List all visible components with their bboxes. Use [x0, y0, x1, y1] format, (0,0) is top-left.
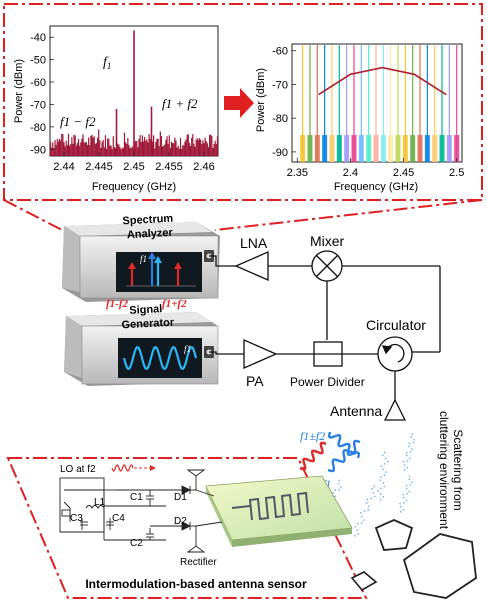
- chart-right-ylabel: Power (dBm): [255, 68, 267, 132]
- chart-left-ylabel: Power (dBm): [13, 59, 25, 123]
- y-tick-label: -70: [30, 99, 46, 111]
- chart-right-channels: [300, 45, 460, 162]
- scattered-wave-icon: [398, 475, 414, 513]
- label-f1-pm-f2: f1±f2: [300, 429, 325, 443]
- top-frame: [3, 3, 483, 231]
- chart-left-noise: [49, 30, 219, 156]
- x-tick-label: 2.455: [155, 161, 183, 173]
- clutter-rock-1: [374, 519, 414, 551]
- screen-f1-label: f1: [140, 254, 147, 264]
- circulator-icon: [377, 336, 413, 372]
- annotation-f1: f1: [103, 55, 111, 71]
- caption: Intermodulation-based antenna sensor: [85, 577, 307, 591]
- x-tick-label: 2.46: [193, 161, 214, 173]
- y-tick-label: -80: [30, 122, 46, 134]
- signal-generator-title-2: Generator: [121, 317, 175, 332]
- y-tick-label: -60: [30, 77, 46, 89]
- scattered-wave-icon: [353, 485, 377, 537]
- y-tick-label: -80: [272, 113, 288, 125]
- x-tick-label: 2.44: [53, 161, 74, 173]
- generator-f1-label: f1: [184, 344, 191, 354]
- scattered-wave-icon: [377, 451, 389, 501]
- signal-generator-title-1: Signal: [129, 303, 163, 317]
- lo-wave-icon: [111, 464, 134, 472]
- sensor-board: [195, 475, 353, 547]
- lna-icon: [234, 251, 269, 281]
- c2-label: C2: [130, 538, 143, 549]
- y-tick-label: -60: [272, 46, 288, 58]
- x-tick-label: 2.4: [343, 167, 358, 179]
- sine-wave-icon: [122, 345, 198, 371]
- label-f1-minus-f2: f1-f2: [106, 298, 128, 310]
- arrow-right-icon: [224, 88, 254, 118]
- scattering-label-1: Scattering from: [451, 429, 465, 510]
- rf-chain: [209, 250, 441, 421]
- x-tick-label: 2.35: [287, 167, 308, 179]
- x-tick-label: 2.45: [123, 161, 144, 173]
- pa-label: PA: [246, 373, 264, 389]
- lo-label: LO at f2: [60, 464, 96, 475]
- chart-right-envelope: [318, 66, 447, 96]
- d2-label: D2: [174, 516, 187, 527]
- y-tick-label: -50: [30, 55, 46, 67]
- chart-left-xlabel: Frequency (GHz): [92, 181, 176, 193]
- diode-d2-icon: [181, 521, 192, 531]
- c3-label: C3: [70, 513, 83, 524]
- wave-blue-icon: [327, 431, 361, 459]
- scattered-waves: [321, 433, 416, 537]
- signal-generator: Signal Generator f1: [64, 303, 219, 386]
- annotation-f1-minus-f2: f1 − f2: [60, 114, 96, 129]
- wire-analyzer-lna: [209, 255, 236, 267]
- wave-blue-icon-2: [327, 439, 361, 473]
- wave-red-icon: [299, 441, 327, 471]
- meander-antenna-icon: [248, 491, 309, 521]
- y-tick-label: -40: [30, 32, 46, 44]
- y-tick-label: -90: [272, 147, 288, 159]
- x-tick-label: 2.5: [449, 167, 464, 179]
- c4-label: C4: [112, 513, 125, 524]
- chart-right-xlabel: Frequency (GHz): [334, 181, 418, 193]
- scattered-wave-icon: [402, 433, 416, 471]
- label-f1-plus-f2: f1+f2: [162, 298, 187, 310]
- scattering-label-2: cluttering environment: [437, 411, 451, 530]
- inductor-l1-icon: [85, 505, 105, 509]
- l1-label: L1: [94, 497, 106, 508]
- lna-label: LNA: [240, 235, 268, 251]
- c1-label: C1: [130, 492, 143, 503]
- spectrum-chart-left: -40 -50 -60 -70 -80 -90 2.44 2.445 2.45 2.455 2.4…: [13, 25, 219, 193]
- antenna-icon: [383, 398, 407, 421]
- sensor-circuit: [59, 469, 206, 553]
- wireless-signals: f1±f2 f1: [299, 429, 416, 537]
- x-tick-label: 2.445: [85, 161, 113, 173]
- x-tick-label: 2.45: [393, 167, 414, 179]
- spectrum-analyzer: Spectrum Analyzer f1 f1-f2 f1+f2: [62, 213, 220, 310]
- antenna-label: Antenna: [330, 403, 382, 419]
- mixer-label: Mixer: [310, 233, 345, 249]
- sensor-frame: [6, 457, 368, 599]
- d1-label: D1: [174, 492, 187, 503]
- y-tick-label: -90: [30, 144, 46, 156]
- clutter-rock-3: [350, 571, 378, 592]
- rectifier-label: Rectifier: [180, 557, 217, 568]
- power-divider-label: Power Divider: [290, 375, 365, 389]
- y-tick-label: -70: [272, 79, 288, 91]
- pa-icon: [243, 339, 278, 369]
- zoom-line-left: [3, 199, 63, 231]
- annotation-f1-plus-f2: f1 + f2: [162, 96, 198, 111]
- spectrum-analyzer-title-2: Analyzer: [127, 227, 174, 241]
- circulator-label: Circulator: [366, 317, 426, 333]
- zoom-line-right: [214, 199, 483, 231]
- spectrum-analyzer-title-1: Spectrum: [122, 213, 174, 228]
- wire-generator-pa: [209, 351, 244, 355]
- diode-d1-icon: [181, 485, 192, 495]
- clutter-rock-2: [402, 533, 477, 599]
